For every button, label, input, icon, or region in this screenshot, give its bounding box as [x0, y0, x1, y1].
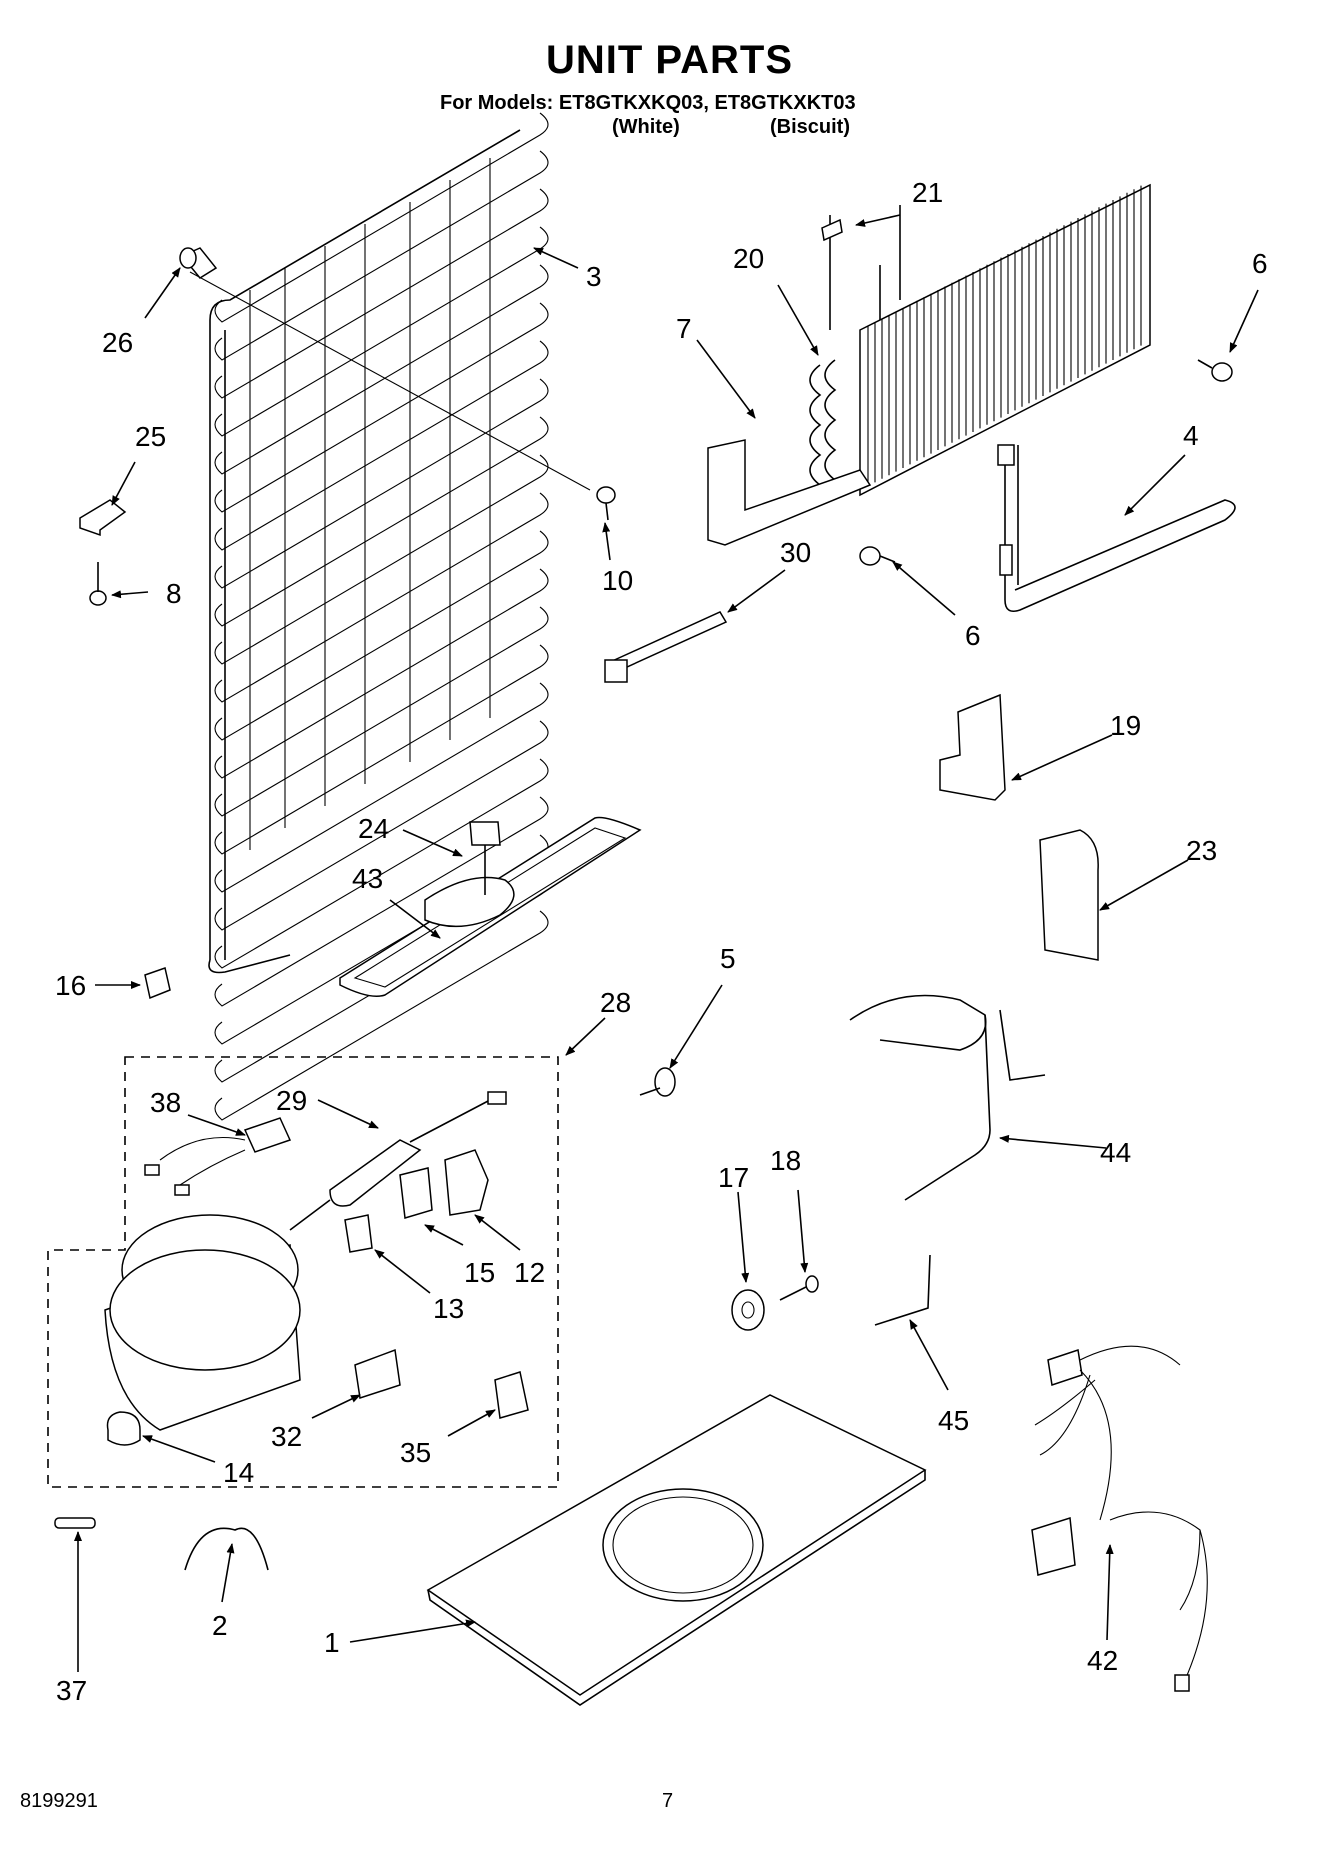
callout-42: 42	[1087, 1645, 1118, 1676]
relay-12-drawing	[444, 1149, 489, 1216]
callout-8: 8	[166, 578, 182, 609]
evaporator-drawing	[809, 183, 1151, 497]
tubing-44-drawing	[849, 994, 1046, 1201]
evaporator-cover-drawing	[707, 439, 872, 546]
callout-25: 25	[135, 421, 166, 452]
page-number: 7	[662, 1790, 674, 1812]
callout-24: 24	[358, 813, 389, 844]
callout-21: 21	[912, 177, 943, 208]
callout-28: 28	[600, 987, 631, 1018]
callout-23: 23	[1186, 835, 1217, 866]
document-number: 8199291	[20, 1790, 98, 1812]
callout-35: 35	[400, 1437, 431, 1468]
callout-6-top: 6	[1252, 248, 1268, 279]
compressor-drawing	[104, 1214, 301, 1446]
callout-37: 37	[56, 1675, 87, 1706]
grommet-5-drawing	[639, 1067, 676, 1097]
bracket-25-drawing	[79, 499, 127, 537]
bracket-2-drawing	[184, 1527, 269, 1571]
callout-17: 17	[718, 1162, 749, 1193]
wire-harness-drawing	[1031, 1345, 1208, 1692]
variant-biscuit-label: (Biscuit)	[770, 116, 850, 138]
capacitor-32-drawing	[354, 1348, 401, 1399]
relay-15-drawing	[399, 1167, 433, 1219]
screw-6a-drawing	[1197, 359, 1233, 382]
callout-26: 26	[102, 327, 133, 358]
callout-38: 38	[150, 1087, 181, 1118]
callout-labels: 21 20 6 3 26 7 4 25 10 8 30 6 19 24 43 2…	[55, 177, 1268, 1706]
callout-12: 12	[514, 1257, 545, 1288]
page-title: UNIT PARTS	[545, 38, 794, 82]
cable-tie-drawing	[604, 611, 728, 683]
condenser-coil-drawing	[189, 112, 591, 1121]
callout-6-mid: 6	[965, 620, 981, 651]
screw-8-drawing	[89, 562, 107, 606]
defrost-heater-drawing	[997, 444, 1236, 613]
models-line: For Models: ET8GTKXKQ03, ET8GTKXKT03	[440, 92, 856, 114]
callout-29: 29	[276, 1085, 307, 1116]
base-plate-drawing	[426, 1394, 927, 1706]
callout-15: 15	[464, 1257, 495, 1288]
screw-6b-drawing	[859, 546, 896, 566]
overload-38-drawing	[144, 1117, 292, 1196]
callout-1: 1	[324, 1627, 340, 1658]
leader-lines	[74, 214, 1259, 1672]
callout-10: 10	[602, 565, 633, 596]
callout-2: 2	[212, 1610, 228, 1641]
start-device-29-drawing	[289, 1091, 507, 1231]
screw-18-drawing	[779, 1275, 819, 1301]
callout-32: 32	[271, 1421, 302, 1452]
callout-43: 43	[352, 863, 383, 894]
component-kit-boundary	[47, 1056, 559, 1488]
drain-pan-drawing	[339, 816, 642, 997]
clip-16-drawing	[144, 967, 171, 1000]
screw-26-drawing	[179, 247, 218, 279]
relay-13-drawing	[344, 1214, 373, 1253]
grommet-17-drawing	[731, 1289, 765, 1331]
callout-19: 19	[1110, 710, 1141, 741]
clip-37-drawing	[54, 1517, 96, 1529]
insulation-19-drawing	[939, 693, 1006, 801]
callout-13: 13	[433, 1293, 464, 1324]
callout-18: 18	[770, 1145, 801, 1176]
callout-3: 3	[586, 261, 602, 292]
relay-35-drawing	[494, 1371, 529, 1419]
callout-45: 45	[938, 1405, 969, 1436]
callout-7: 7	[676, 313, 692, 344]
callout-30: 30	[780, 537, 811, 568]
insulation-23-drawing	[1039, 829, 1099, 961]
callout-5: 5	[720, 943, 736, 974]
callout-4: 4	[1183, 420, 1199, 451]
callout-44: 44	[1100, 1137, 1131, 1168]
variant-white-label: (White)	[612, 116, 680, 138]
screw-10-drawing	[596, 486, 616, 521]
callout-16: 16	[55, 970, 86, 1001]
callout-20: 20	[733, 243, 764, 274]
tube-45-drawing	[874, 1254, 931, 1326]
callout-14: 14	[223, 1457, 254, 1488]
